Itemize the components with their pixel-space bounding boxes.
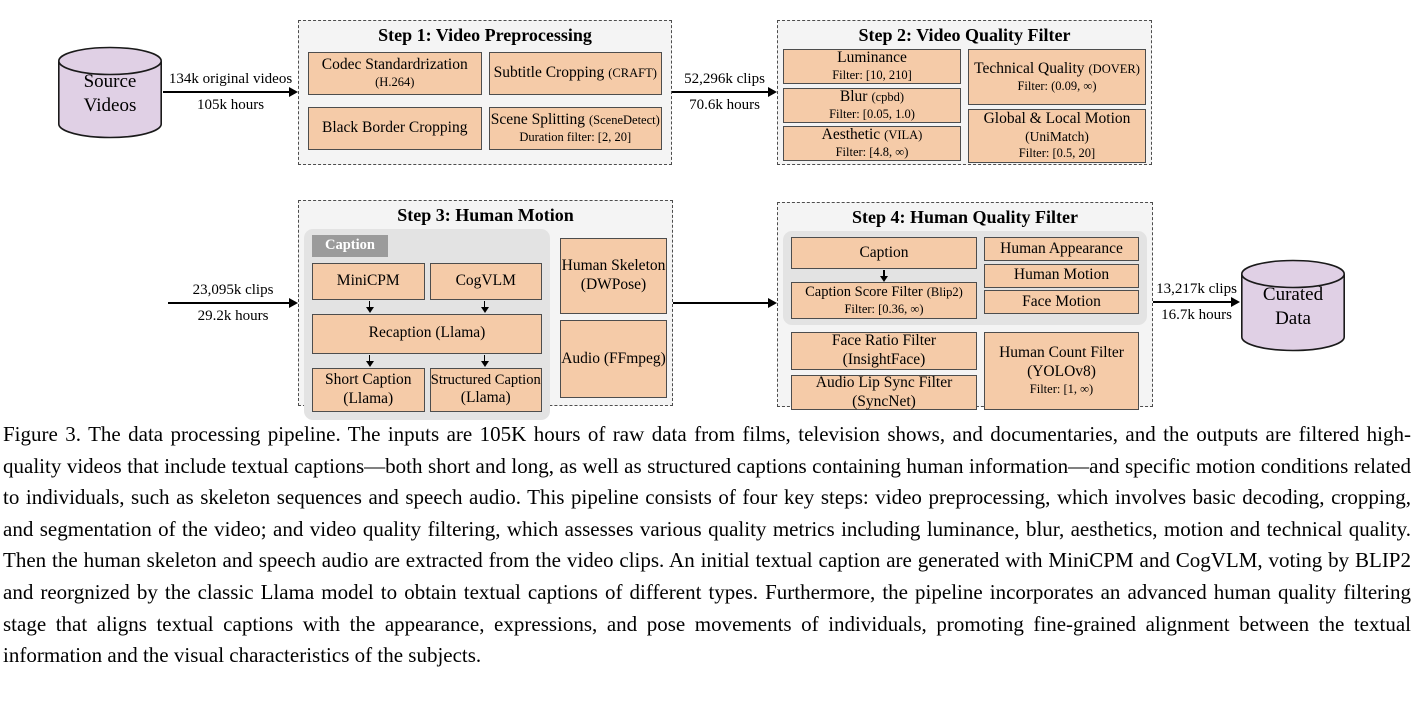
database-cylinder-icon bbox=[57, 46, 163, 139]
box-structured-caption: Structured Caption (Llama) bbox=[429, 367, 542, 412]
arrowhead-icon bbox=[289, 298, 298, 308]
box-audio-lip-sync-filter: Audio Lip Sync Filter (SyncNet) bbox=[791, 374, 977, 410]
box-short-caption: Short Caption (Llama) bbox=[312, 367, 425, 412]
source-database-label: Source Videos bbox=[83, 71, 137, 116]
box-codec-standardization: Codec Standardrization (H.264) bbox=[308, 52, 482, 95]
caption-model-row: MiniCPM CogVLM bbox=[312, 262, 542, 300]
step4-panel-left: Caption Caption Score Filter(Blip2) Filt… bbox=[791, 237, 977, 319]
step4-panel: Step 4: Human Quality Filter Caption Cap… bbox=[777, 202, 1153, 410]
step4-bottom-left: Face Ratio Filter (InsightFace) Audio Li… bbox=[791, 332, 977, 410]
arrowhead-icon bbox=[1231, 297, 1240, 307]
box-human-motion: Human Motion bbox=[984, 263, 1139, 288]
curated-database: Curated Data bbox=[1240, 259, 1346, 352]
figure-caption: Figure 3. The data processing pipeline. … bbox=[3, 422, 1411, 668]
box-cogvlm: CogVLM bbox=[429, 262, 542, 300]
down-arrow-icon bbox=[483, 300, 486, 308]
box-human-skeleton: Human Skeleton (DWPose) bbox=[560, 238, 667, 314]
step1-grid: Codec Standardrization (H.264) Subtitle … bbox=[308, 52, 662, 150]
step2-columns: Luminance Filter: [10, 210] Blur(cpbd) F… bbox=[783, 49, 1146, 169]
down-arrows-row bbox=[312, 354, 542, 367]
down-arrows-row bbox=[312, 300, 542, 313]
box-human-appearance: Human Appearance bbox=[984, 237, 1139, 261]
arrow-line bbox=[672, 91, 770, 93]
arrowhead-icon bbox=[768, 87, 777, 97]
step4-title: Step 4: Human Quality Filter bbox=[852, 207, 1078, 227]
box-audio-ffmpeg: Audio (FFmpeg) bbox=[560, 320, 667, 398]
arrow-line bbox=[1153, 301, 1233, 303]
box-global-local-motion: Global & Local Motion (UniMatch) Filter:… bbox=[968, 108, 1146, 163]
box-face-ratio-filter: Face Ratio Filter (InsightFace) bbox=[791, 332, 977, 370]
step4-bottom-right: Human Count Filter (YOLOv8) Filter: [1, … bbox=[984, 332, 1139, 410]
down-arrow-icon bbox=[368, 354, 371, 362]
step3-body: Caption MiniCPM CogVLM Recaption (Llama) bbox=[304, 229, 667, 425]
source-database: Source Videos bbox=[57, 46, 163, 139]
flow-arrow-step4-to-curated: 13,217k clips 16.7k hours bbox=[1153, 272, 1240, 332]
box-recaption: Recaption (Llama) bbox=[312, 313, 542, 354]
curated-database-label: Curated Data bbox=[1262, 284, 1324, 329]
step2-title: Step 2: Video Quality Filter bbox=[858, 25, 1071, 45]
down-arrow-icon bbox=[483, 354, 486, 362]
step3-panel: Step 3: Human Motion Caption MiniCPM Cog… bbox=[298, 200, 673, 420]
arrowhead-icon bbox=[289, 87, 298, 97]
box-minicpm: MiniCPM bbox=[312, 262, 425, 300]
arrow-line bbox=[163, 91, 291, 93]
flow-arrow-step3-to-step4 bbox=[673, 273, 777, 333]
down-arrow-icon bbox=[883, 270, 885, 277]
database-cylinder-icon bbox=[1240, 259, 1346, 352]
arrow-label-top: 52,296k clips bbox=[684, 71, 765, 87]
caption-output-row: Short Caption (Llama) Structured Caption… bbox=[312, 367, 542, 412]
caption-badge: Caption bbox=[312, 235, 388, 257]
box-black-border-cropping: Black Border Cropping bbox=[308, 107, 482, 150]
step2-left-column: Luminance Filter: [10, 210] Blur(cpbd) F… bbox=[783, 49, 961, 163]
step2-right-column: Technical Quality(DOVER) Filter: (0.09, … bbox=[968, 49, 1146, 163]
box-face-motion: Face Motion bbox=[984, 290, 1139, 314]
step1-panel: Step 1: Video Preprocessing Codec Standa… bbox=[298, 20, 672, 165]
arrow-label-top: 134k original videos bbox=[168, 71, 293, 87]
box-caption: Caption bbox=[791, 237, 977, 269]
down-arrow-icon bbox=[368, 300, 371, 308]
box-technical-quality: Technical Quality(DOVER) Filter: (0.09, … bbox=[968, 49, 1146, 105]
step2-panel: Step 2: Video Quality Filter Luminance F… bbox=[777, 20, 1152, 165]
arrow-label-bottom: 105k hours bbox=[196, 97, 265, 113]
down-arrows-row bbox=[791, 270, 977, 281]
step4-panel-right: Human Appearance Human Motion Face Motio… bbox=[984, 237, 1139, 319]
box-human-count-filter: Human Count Filter (YOLOv8) Filter: [1, … bbox=[984, 332, 1139, 410]
step1-title: Step 1: Video Preprocessing bbox=[378, 25, 592, 45]
box-luminance: Luminance Filter: [10, 210] bbox=[783, 49, 961, 84]
step3-title: Step 3: Human Motion bbox=[397, 205, 574, 225]
box-blur: Blur(cpbd) Filter: [0.05, 1.0) bbox=[783, 87, 961, 123]
box-subtitle-cropping: Subtitle Cropping(CRAFT) bbox=[488, 52, 662, 95]
step3-right-column: Human Skeleton (DWPose) Audio (FFmpeg) bbox=[560, 238, 667, 420]
step4-bottom-row: Face Ratio Filter (InsightFace) Audio Li… bbox=[783, 332, 1147, 410]
arrow-label-top: 23,095k clips bbox=[192, 282, 274, 298]
pipeline-diagram: Source Videos 134k original videos 105k … bbox=[0, 0, 1413, 415]
arrowhead-icon bbox=[768, 298, 777, 308]
box-scene-splitting: Scene Splitting(SceneDetect) Duration fi… bbox=[488, 107, 662, 150]
flow-arrow-source-to-step1: 134k original videos 105k hours bbox=[163, 62, 298, 122]
caption-pipeline-panel: Caption MiniCPM CogVLM Recaption (Llama) bbox=[304, 229, 550, 420]
arrow-label-bottom: 70.6k hours bbox=[689, 97, 760, 113]
arrow-line bbox=[168, 302, 291, 304]
flow-arrow-step1-to-step2: 52,296k clips 70.6k hours bbox=[672, 62, 777, 122]
arrow-label-bottom: 16.7k hours bbox=[1161, 307, 1232, 323]
arrow-label-top: 13,217k clips bbox=[1156, 281, 1237, 297]
arrow-label-bottom: 29.2k hours bbox=[197, 308, 269, 324]
flow-arrow-into-step3: 23,095k clips 29.2k hours bbox=[168, 273, 298, 333]
arrow-line bbox=[673, 302, 770, 304]
box-aesthetic: Aesthetic(VILA) Filter: [4.8, ∞) bbox=[783, 126, 961, 161]
caption-alignment-panel: Caption Caption Score Filter(Blip2) Filt… bbox=[783, 231, 1147, 325]
box-caption-score-filter: Caption Score Filter(Blip2) Filter: [0.3… bbox=[791, 282, 977, 319]
